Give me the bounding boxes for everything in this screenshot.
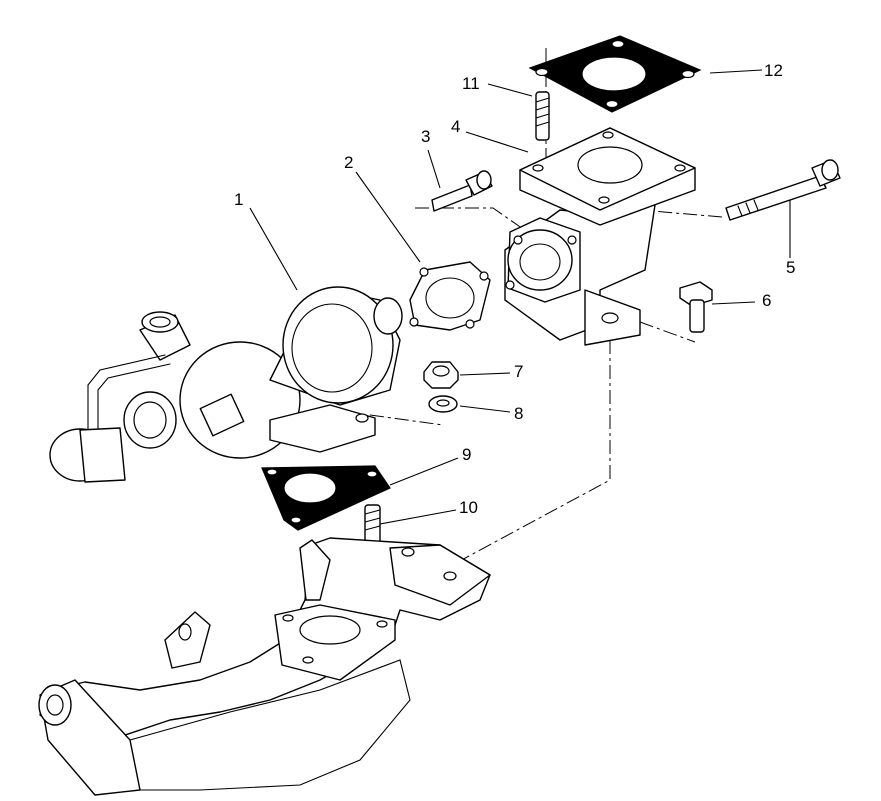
part-4-adapter-flange xyxy=(504,127,696,346)
part-1-turbocharger xyxy=(49,286,403,483)
part-5-long-bolt xyxy=(725,159,841,221)
callout-2: 2 xyxy=(344,153,353,172)
callout-labels: 1 2 3 4 5 6 7 8 9 10 11 12 xyxy=(234,61,795,517)
callout-9: 9 xyxy=(462,445,471,464)
callout-5: 5 xyxy=(786,258,795,277)
part-3-bolt xyxy=(431,170,493,212)
exhaust-manifold xyxy=(38,537,491,796)
part-9-triangle-gasket xyxy=(261,465,391,531)
part-12-square-gasket xyxy=(528,35,702,113)
callout-1: 1 xyxy=(234,190,243,209)
callout-10: 10 xyxy=(459,498,478,517)
part-8-lock-washer xyxy=(428,395,458,413)
part-2-turbo-gasket xyxy=(409,261,491,331)
callout-4: 4 xyxy=(451,117,460,136)
callout-11: 11 xyxy=(462,74,480,93)
callout-6: 6 xyxy=(762,291,771,310)
part-6-short-bolt xyxy=(679,281,713,333)
callout-8: 8 xyxy=(514,404,523,423)
callout-3: 3 xyxy=(421,127,430,146)
callout-12: 12 xyxy=(764,61,783,80)
part-11-stud xyxy=(535,91,550,141)
leader-lines xyxy=(249,69,791,525)
part-7-nut xyxy=(423,361,459,389)
callout-7: 7 xyxy=(514,362,523,381)
